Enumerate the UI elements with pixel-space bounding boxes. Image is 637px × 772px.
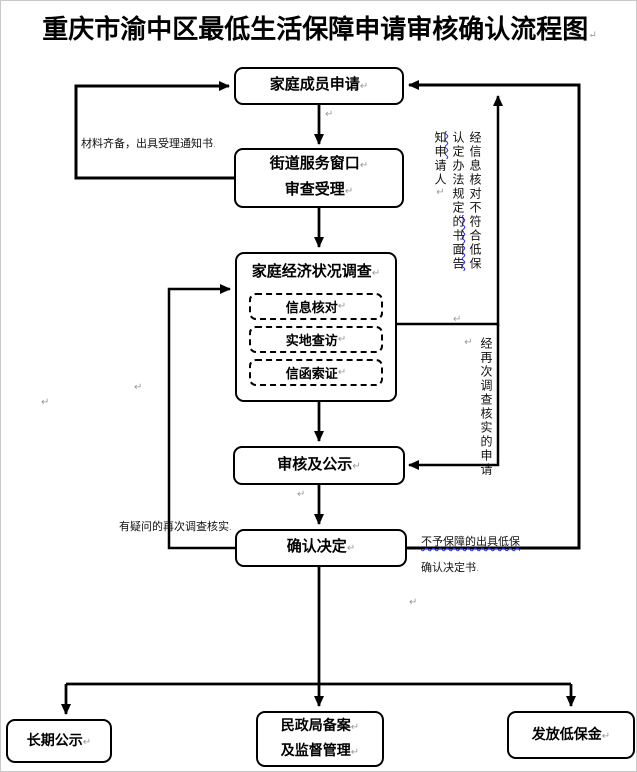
loop-reinvestigate	[167, 284, 236, 550]
edit-mark: ↵	[134, 382, 143, 393]
edit-mark: ↵	[359, 81, 369, 92]
spellcheck-squiggle: 符合低保认定	[451, 131, 482, 271]
edit-mark: ↵	[463, 337, 474, 350]
node-field-visit: 实地查访↵	[249, 326, 383, 353]
edit-mark: ↵	[352, 460, 361, 472]
edit-mark: ↵	[325, 109, 334, 120]
edit-mark: ↵	[337, 334, 347, 345]
edit-mark: .	[213, 139, 216, 150]
label-materials-ready: 材料齐备，出具受理通知书.	[81, 138, 216, 150]
node-civil-affairs: 民政局备案↵ 及监督管理↵	[256, 711, 384, 767]
edit-mark: ↵	[588, 30, 597, 41]
edit-mark: ↵	[350, 722, 360, 733]
node-investigation-group: 家庭经济状况调查↵ 信息核对↵ 实地查访↵ 信函索证↵	[235, 252, 397, 402]
page-title: 重庆市渝中区最低生活保障申请审核确认流程图↵	[42, 15, 597, 44]
label-denied-line2: 确认决定书.	[421, 562, 479, 574]
node-street-window: 街道服务窗口↵ 审查受理↵	[234, 148, 404, 208]
label-notify-applicant: 经信息核对不符合低保认定办法规定的书面告知申请人↵	[433, 131, 482, 271]
edit-mark: ↵	[297, 489, 306, 500]
arrow-reinvestigated-to-review	[408, 324, 500, 470]
node-info-check: 信息核对↵	[249, 293, 383, 320]
loop-acceptance-notice	[74, 81, 234, 180]
edit-mark: ↵	[82, 736, 92, 748]
node-longterm-publicity: 长期公示↵	[6, 719, 112, 763]
edit-mark: ↵	[409, 597, 418, 608]
edit-mark: ↵	[601, 730, 611, 742]
edit-mark: ↵	[359, 160, 369, 171]
label-denied-line1: 不予保障的出具低保	[421, 536, 520, 548]
edit-mark: ↵	[344, 186, 354, 197]
investigation-title: 家庭经济状况调查↵	[251, 263, 381, 280]
node-review-publicity: 审核及公示↵	[233, 446, 405, 485]
edit-mark: ↵	[337, 367, 347, 378]
edit-mark: ↵	[371, 268, 381, 279]
label-doubt-reinvestigate: 有疑问的再次调查核实.	[119, 521, 232, 533]
edit-mark: .	[476, 563, 479, 574]
edit-mark: ↵	[337, 301, 347, 312]
node-confirm-decision: 确认决定↵	[235, 529, 407, 567]
edit-mark: ↵	[453, 314, 462, 325]
edit-mark: ↵	[435, 187, 446, 200]
node-distribute-funds: 发放低保金↵	[507, 711, 635, 759]
loop-denied-notice	[406, 80, 581, 550]
edit-mark: ↵	[41, 397, 50, 408]
edit-mark: ↵	[350, 747, 360, 758]
label-reinvestigated-apps: 经再次调查核实的申请↵	[463, 337, 493, 477]
edit-mark: ↵	[346, 543, 356, 554]
node-family-application: 家庭成员申请↵	[234, 67, 404, 105]
edit-mark: .	[229, 522, 232, 533]
node-letter-evidence: 信函索证↵	[249, 359, 383, 386]
